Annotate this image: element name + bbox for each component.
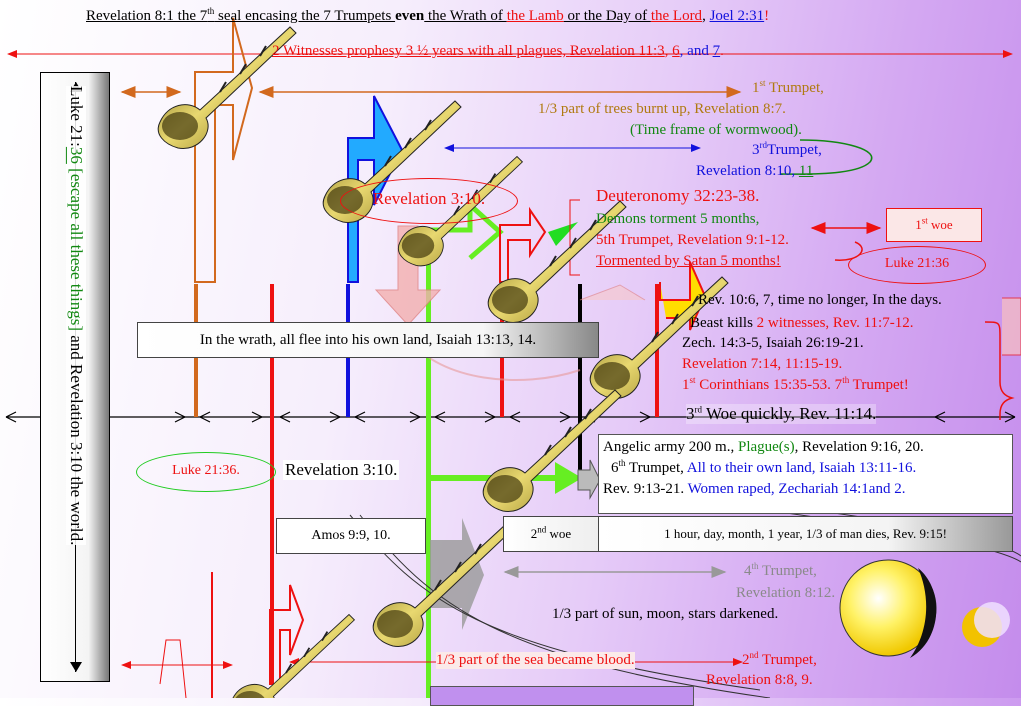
s7-l2b: 2 witnesses, Rev. 11:7-12. <box>756 315 914 331</box>
s6-l2a: 6 <box>611 460 619 476</box>
header-p1: Revelation 8:1 the 7 <box>86 8 208 24</box>
header-p6: ! <box>764 8 770 24</box>
seventh-line3: Zech. 14:3-5, Isaiah 26:19-21. <box>682 335 864 351</box>
s7-l5a: 1 <box>682 377 690 393</box>
trumpet2-line2: Revelation 8:8, 9. <box>706 672 813 688</box>
witnesses-t2: Revelation 11:3 <box>569 43 665 59</box>
t3-l2b: 11 <box>798 163 814 179</box>
bottom-purple-box <box>430 686 694 706</box>
rev310-oval: Revelation 3:10. <box>340 178 518 224</box>
t2-num: 2 <box>742 652 750 668</box>
t3-l2a: Revelation 8:10, <box>696 163 799 179</box>
s6-l2b: Trumpet, <box>625 460 687 476</box>
seventh-line2: Beast kills 2 witnesses, Rev. 11:7-12. <box>690 315 913 332</box>
woe2-label: woe <box>546 526 572 541</box>
header-title: Revelation 8:1 the 7th seal encasing the… <box>86 6 770 25</box>
amos-box: Amos 9:9, 10. <box>276 518 426 554</box>
seventh-line1: Rev. 10:6, 7, time no longer, In the day… <box>698 292 942 308</box>
lv-p3: [escape all these things] <box>67 163 86 332</box>
header-lord: the Lord <box>650 8 703 24</box>
s6-l3a: Rev. 9:13-21. <box>603 481 688 497</box>
trumpet1-line3: (Time frame of wormwood). <box>630 122 802 138</box>
woe1-label: woe <box>927 217 953 232</box>
header-p5: , <box>702 8 710 24</box>
header-p4: or the Day of <box>563 8 651 24</box>
witnesses-t6: 7 <box>712 43 721 59</box>
s6-l1c: , Revelation 9:16, 20. <box>794 439 924 455</box>
s6-l1b: Plague(s) <box>737 439 795 455</box>
witnesses-t5: , and <box>679 43 713 59</box>
t1-label: Trumpet, <box>765 80 824 96</box>
trumpet3-title: 3rdTrumpet, <box>752 140 822 159</box>
fifth-trumpet-label: 5th Trumpet, Revelation 9:1-12. <box>596 232 789 248</box>
s7-l5b: Corinthians 15:35-53. 7 <box>695 377 843 393</box>
luke2136-right-oval: Luke 21:36 <box>848 246 986 284</box>
s6-l2c: All to their own land, Isaiah 13:11-16. <box>686 460 917 476</box>
tormented-label: Tormented by Satan 5 months! <box>596 253 781 269</box>
header-lamb: the Lamb <box>506 8 564 24</box>
w3-label: Woe quickly, Rev. 11:14. <box>702 404 877 423</box>
t3-num: 3 <box>752 142 760 158</box>
deut-label: Deuteronomy 32:23-38. <box>596 186 760 205</box>
w3-num: 3 <box>686 404 695 423</box>
trumpet4-title: 4th Trumpet, <box>744 561 817 580</box>
s6-l3b: Women raped, Zechariah 14:1and 2. <box>687 481 906 497</box>
witnesses-t3: , <box>664 43 673 59</box>
s7-l5sup: st <box>689 375 696 385</box>
luke2136-left-oval: Luke 21:36. <box>136 452 276 492</box>
witnesses-t1: 2 Witnesses prophesy 3 ½ years with all … <box>272 43 570 59</box>
s7-l2a: Beast kills <box>690 315 757 331</box>
trumpet4-line2: Revelation 8:12. <box>736 585 836 601</box>
lv-p4: and Revelation 3:10 the world. <box>67 331 86 546</box>
witnesses-t7: . <box>720 43 724 59</box>
woe2-num: 2 <box>530 526 538 541</box>
header-p3: the Wrath of <box>424 8 507 24</box>
trumpet3-line2: Revelation 8:10, 11 <box>696 163 813 180</box>
rev310-mid-label: Revelation 3:10. <box>283 460 400 480</box>
woe1-box: 1st woe <box>886 208 982 242</box>
t4-sup: th <box>751 561 759 571</box>
third-woe-label: 3rd Woe quickly, Rev. 11:14. <box>686 404 877 424</box>
hour-box: 1 hour, day, month, 1 year, 1/3 of man d… <box>598 516 1013 552</box>
witnesses-t4: 6 <box>672 43 680 59</box>
t4-label: Trumpet, <box>758 563 817 579</box>
t1-sup: st <box>759 78 766 88</box>
t3-sup: rd <box>759 140 768 150</box>
trumpet2-title: 2nd Trumpet, <box>742 650 817 669</box>
t4-num: 4 <box>744 563 752 579</box>
trumpet1-line2: 1/3 part of trees burnt up, Revelation 8… <box>538 101 786 117</box>
demons-label: Demons torment 5 months, <box>596 211 760 227</box>
s7-l5sup2: th <box>842 375 850 385</box>
trumpet4-line3: 1/3 part of sun, moon, stars darkened. <box>552 606 779 622</box>
sea-label: 1/3 part of the sea became blood. <box>436 652 635 669</box>
woe1-num: 1 <box>915 217 922 232</box>
s6-l2sup: th <box>618 458 626 468</box>
sixth-line3: Rev. 9:13-21. Women raped, Zechariah 14:… <box>603 479 1008 500</box>
t1-num: 1 <box>752 80 760 96</box>
sixth-line2: 6th Trumpet, All to their own land, Isai… <box>603 458 1008 479</box>
lv-p1: Luke 21: <box>67 86 86 147</box>
wrath-box: In the wrath, all flee into his own land… <box>137 322 599 358</box>
t2-label: Trumpet, <box>758 652 817 668</box>
witnesses-label: 2 Witnesses prophesy 3 ½ years with all … <box>272 43 724 60</box>
trumpet1-title: 1st Trumpet, <box>752 78 824 97</box>
woe2-box: 2nd woe <box>503 516 599 552</box>
seventh-line4: Revelation 7:14, 11:15-19. <box>682 356 843 372</box>
header-p2: seal encasing the 7 Trumpets <box>214 8 396 24</box>
s7-l5c: Trumpet! <box>849 377 909 393</box>
sixth-line1: Angelic army 200 m., Plague(s), Revelati… <box>603 437 1008 458</box>
seventh-line5: 1st Corinthians 15:35-53. 7th Trumpet! <box>682 375 909 394</box>
t3-label: Trumpet, <box>767 142 822 158</box>
lv-p2: 36 <box>67 146 86 164</box>
left-vertical-text: Luke 21:36 [escape all these things] and… <box>66 86 86 546</box>
header-sup: th <box>207 6 215 16</box>
s6-l1a: Angelic army 200 m., <box>603 439 738 455</box>
woe1-sup: st <box>921 215 928 226</box>
sixth-trumpet-box: Angelic army 200 m., Plague(s), Revelati… <box>598 434 1013 514</box>
header-even: even <box>395 8 425 24</box>
t2-sup: nd <box>749 650 759 660</box>
header-joel: Joel 2:31 <box>709 8 765 24</box>
woe2-sup: nd <box>537 524 547 535</box>
w3-sup: rd <box>694 404 703 415</box>
